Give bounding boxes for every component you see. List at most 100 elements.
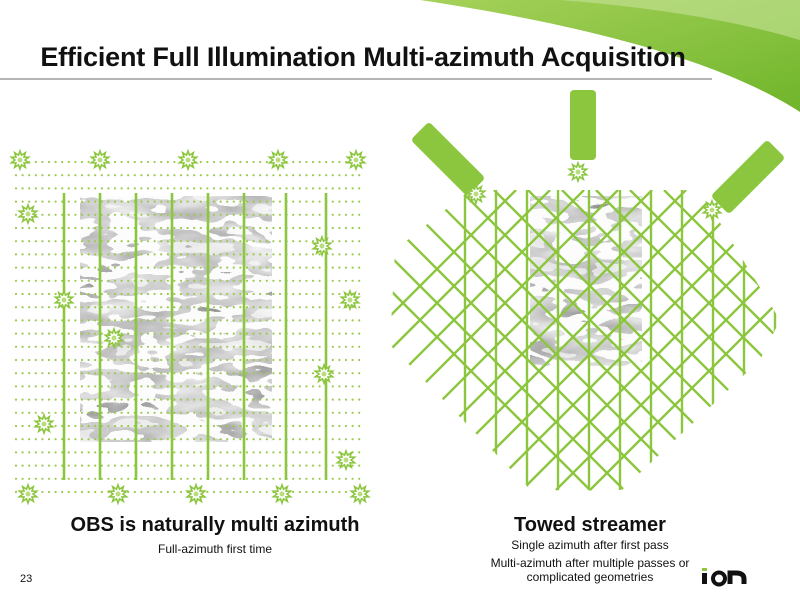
receiver-dot	[74, 319, 77, 322]
receiver-dot	[305, 464, 308, 467]
receiver-dot	[219, 174, 222, 177]
receiver-dot	[325, 490, 328, 494]
receiver-dot	[259, 424, 262, 428]
receiver-dot	[146, 345, 150, 348]
receiver-dot	[338, 213, 341, 216]
receiver-dot	[226, 292, 229, 296]
receiver-dot	[331, 174, 334, 177]
receiver-dot	[272, 477, 275, 480]
receiver-dot	[318, 160, 321, 164]
receiver-dot	[47, 332, 51, 335]
receiver-dot	[153, 477, 156, 480]
receiver-dot	[292, 490, 295, 494]
receiver-dot	[318, 464, 321, 467]
receiver-dot	[305, 411, 308, 414]
receiver-dot	[338, 411, 341, 414]
receiver-dot	[127, 187, 130, 190]
receiver-dot	[226, 226, 229, 230]
receiver-dot	[305, 438, 308, 441]
receiver-dot	[21, 319, 24, 322]
receiver-dot	[212, 253, 216, 256]
receiver-dot	[265, 424, 268, 428]
receiver-dot	[80, 226, 84, 230]
receiver-dot	[212, 345, 216, 348]
receiver-dot	[193, 226, 196, 230]
star-core	[61, 297, 67, 303]
receiver-dot	[54, 411, 57, 414]
receiver-dot	[219, 424, 222, 428]
receiver-dot	[252, 187, 255, 190]
receiver-dot	[259, 490, 262, 494]
receiver-dot	[219, 345, 222, 348]
receiver-dot	[80, 319, 84, 322]
receiver-dot	[311, 424, 315, 428]
receiver-dot	[298, 345, 301, 348]
receiver-dot	[67, 332, 70, 335]
receiver-dot	[153, 451, 156, 454]
receiver-dot	[67, 411, 70, 414]
receiver-dot	[74, 438, 77, 441]
receiver-dot	[54, 385, 57, 388]
receiver-dot	[47, 358, 51, 362]
receiver-dot	[298, 174, 301, 177]
receiver-dot	[179, 345, 183, 348]
receiver-dot	[87, 187, 90, 190]
receiver-dot	[107, 319, 110, 322]
receiver-dot	[298, 319, 301, 322]
receiver-dot	[14, 279, 18, 282]
receiver-dot	[305, 174, 308, 177]
receiver-dot	[272, 292, 275, 296]
receiver-dot	[80, 187, 84, 190]
receiver-dot	[47, 253, 51, 256]
receiver-dot	[298, 213, 301, 216]
receiver-dot	[100, 187, 103, 190]
receiver-dot	[146, 438, 150, 441]
receiver-dot	[47, 319, 51, 322]
receiver-dot	[54, 213, 57, 216]
receiver-dot	[179, 253, 183, 256]
receiver-dot	[338, 385, 341, 388]
receiver-dot	[186, 438, 189, 441]
receiver-dot	[140, 240, 143, 243]
receiver-dot	[47, 477, 51, 480]
receiver-dot	[338, 398, 341, 401]
receiver-dot	[74, 372, 77, 375]
receiver-dot	[265, 200, 268, 203]
receiver-dot	[305, 292, 308, 296]
star-core	[319, 243, 325, 249]
receiver-dot	[107, 187, 110, 190]
receiver-dot	[47, 226, 51, 230]
receiver-dot	[153, 358, 156, 362]
receiver-dot	[14, 345, 18, 348]
receiver-dot	[278, 438, 282, 441]
receiver-dot	[226, 279, 229, 282]
receiver-dot	[146, 398, 150, 401]
receiver-dot	[94, 319, 97, 322]
receiver-dot	[186, 332, 189, 335]
receiver-dot	[87, 226, 90, 230]
receiver-dot	[21, 477, 24, 480]
receiver-dot	[338, 226, 341, 230]
receiver-dot	[127, 160, 130, 164]
receiver-dot	[120, 332, 123, 335]
receiver-dot	[272, 213, 275, 216]
receiver-dot	[186, 187, 189, 190]
receiver-dot	[212, 292, 216, 296]
receiver-dot	[252, 424, 255, 428]
receiver-dot	[305, 266, 308, 269]
receiver-dot	[140, 358, 143, 362]
receiver-dot	[212, 306, 216, 309]
receiver-dot	[358, 464, 361, 467]
receiver-dot	[351, 187, 354, 190]
receiver-dot	[278, 213, 282, 216]
receiver-dot	[239, 187, 242, 190]
receiver-dot	[133, 187, 136, 190]
source-star-icon	[567, 160, 589, 184]
receiver-dot	[74, 174, 77, 177]
receiver-dot	[226, 438, 229, 441]
receiver-dot	[219, 398, 222, 401]
shot-star-icon	[311, 234, 333, 258]
receiver-dot	[239, 306, 242, 309]
receiver-dot	[344, 226, 348, 230]
receiver-dot	[80, 160, 84, 164]
